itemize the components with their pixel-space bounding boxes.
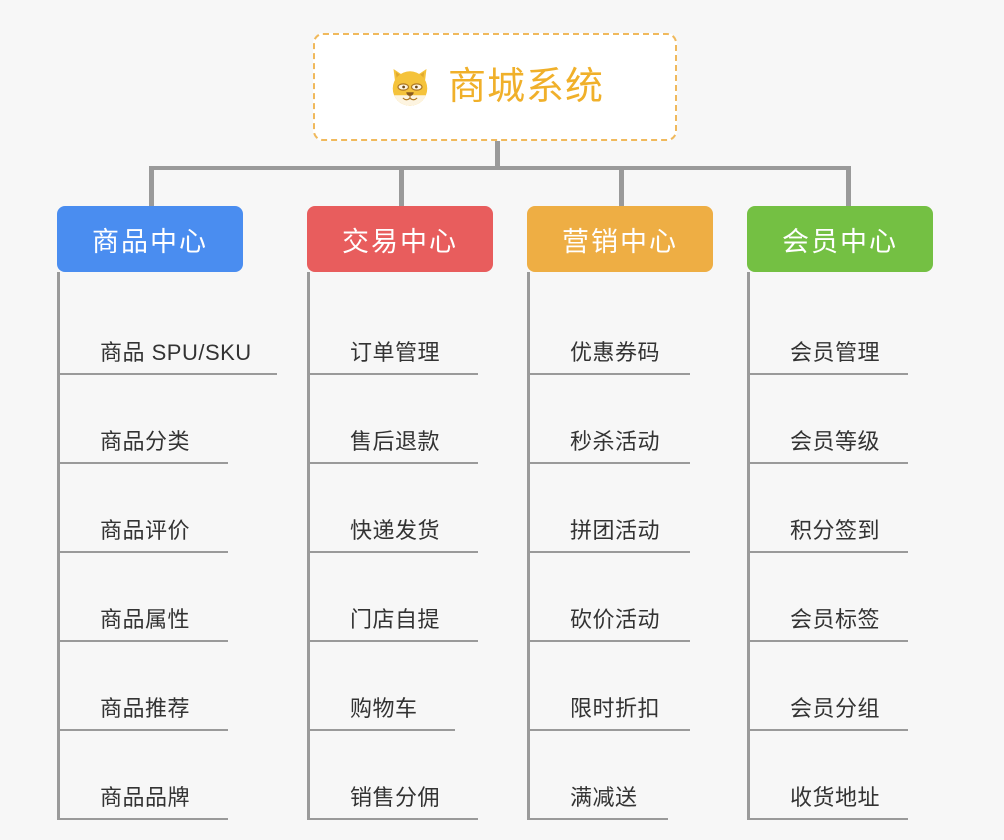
leaf-underline xyxy=(310,373,478,375)
category-column: 会员中心会员管理会员等级积分签到会员标签会员分组收货地址 xyxy=(747,206,933,820)
leaf-label: 商品推荐 xyxy=(100,696,191,721)
leaf-item[interactable]: 销售分佣 xyxy=(310,731,493,820)
category-label: 营销中心 xyxy=(562,226,678,257)
leaf-list: 优惠券码秒杀活动拼团活动砍价活动限时折扣满减送 xyxy=(527,272,713,820)
leaf-underline xyxy=(750,818,908,820)
root-title: 商城系统 xyxy=(447,66,604,108)
connector-drop-1 xyxy=(149,166,154,206)
leaf-item[interactable]: 会员分组 xyxy=(750,642,933,731)
leaf-underline xyxy=(750,729,908,731)
leaf-underline xyxy=(530,551,690,553)
root-node[interactable]: 商城系统 xyxy=(313,33,677,141)
leaf-underline xyxy=(310,640,478,642)
leaf-label: 商品分类 xyxy=(100,429,191,454)
leaf-list: 会员管理会员等级积分签到会员标签会员分组收货地址 xyxy=(747,272,933,820)
leaf-item[interactable]: 购物车 xyxy=(310,642,493,731)
leaf-label: 优惠券码 xyxy=(570,340,661,365)
leaf-list: 订单管理售后退款快递发货门店自提购物车销售分佣 xyxy=(307,272,493,820)
leaf-underline xyxy=(60,551,228,553)
leaf-underline xyxy=(60,462,228,464)
leaf-label: 拼团活动 xyxy=(570,518,661,543)
leaf-underline xyxy=(60,729,228,731)
leaf-item[interactable]: 商品品牌 xyxy=(60,731,243,820)
leaf-underline xyxy=(750,373,908,375)
leaf-label: 积分签到 xyxy=(790,518,881,543)
leaf-item[interactable]: 拼团活动 xyxy=(530,464,713,553)
leaf-underline xyxy=(60,640,228,642)
leaf-item[interactable]: 优惠券码 xyxy=(530,286,713,375)
leaf-item[interactable]: 秒杀活动 xyxy=(530,375,713,464)
leaf-underline xyxy=(310,818,478,820)
leaf-label: 满减送 xyxy=(570,785,638,810)
leaf-label: 砍价活动 xyxy=(570,607,661,632)
leaf-list: 商品 SPU/SKU 商品分类商品评价商品属性商品推荐商品品牌 xyxy=(57,272,277,820)
leaf-underline xyxy=(530,818,668,820)
leaf-label: 收货地址 xyxy=(790,785,881,810)
leaf-label: 门店自提 xyxy=(350,607,441,632)
leaf-label: 限时折扣 xyxy=(570,696,661,721)
leaf-item[interactable]: 砍价活动 xyxy=(530,553,713,642)
connector-drop-2 xyxy=(399,166,404,206)
leaf-label: 售后退款 xyxy=(350,429,441,454)
connector-drop-3 xyxy=(619,166,624,206)
leaf-item[interactable]: 售后退款 xyxy=(310,375,493,464)
leaf-label: 商品评价 xyxy=(100,518,191,543)
leaf-underline xyxy=(530,729,690,731)
category-column: 营销中心优惠券码秒杀活动拼团活动砍价活动限时折扣满减送 xyxy=(527,206,713,820)
category-column: 商品中心商品 SPU/SKU 商品分类商品评价商品属性商品推荐商品品牌 xyxy=(57,206,277,820)
leaf-item[interactable]: 商品分类 xyxy=(60,375,243,464)
leaf-item[interactable]: 订单管理 xyxy=(310,286,493,375)
leaf-underline xyxy=(310,462,478,464)
leaf-item[interactable]: 商品属性 xyxy=(60,553,243,642)
leaf-underline xyxy=(60,373,277,375)
category-header[interactable]: 商品中心 xyxy=(57,206,243,272)
category-header[interactable]: 营销中心 xyxy=(527,206,713,272)
leaf-label: 商品 SPU/SKU xyxy=(100,340,252,365)
leaf-label: 快递发货 xyxy=(350,518,441,543)
leaf-label: 会员分组 xyxy=(790,696,881,721)
leaf-underline xyxy=(60,818,228,820)
leaf-label: 商品品牌 xyxy=(100,785,191,810)
connector-drop-4 xyxy=(846,166,851,206)
leaf-item[interactable]: 积分签到 xyxy=(750,464,933,553)
category-label: 会员中心 xyxy=(782,226,898,257)
leaf-underline xyxy=(750,462,908,464)
leaf-item[interactable]: 商品评价 xyxy=(60,464,243,553)
leaf-label: 订单管理 xyxy=(350,340,441,365)
leaf-item[interactable]: 会员管理 xyxy=(750,286,933,375)
leaf-label: 会员等级 xyxy=(790,429,881,454)
category-column: 交易中心订单管理售后退款快递发货门店自提购物车销售分佣 xyxy=(307,206,493,820)
category-label: 商品中心 xyxy=(92,226,208,257)
shiba-dog-icon xyxy=(392,69,428,106)
leaf-underline xyxy=(530,373,690,375)
leaf-item[interactable]: 门店自提 xyxy=(310,553,493,642)
leaf-item[interactable]: 会员标签 xyxy=(750,553,933,642)
category-header[interactable]: 会员中心 xyxy=(747,206,933,272)
leaf-label: 销售分佣 xyxy=(350,785,441,810)
connector-root-stem xyxy=(495,141,500,168)
category-label: 交易中心 xyxy=(342,226,458,257)
leaf-underline xyxy=(750,551,908,553)
connector-horizontal-bar xyxy=(149,166,851,170)
leaf-item[interactable]: 收货地址 xyxy=(750,731,933,820)
leaf-underline xyxy=(530,462,690,464)
leaf-item[interactable]: 快递发货 xyxy=(310,464,493,553)
leaf-item[interactable]: 商品 SPU/SKU xyxy=(60,286,277,375)
leaf-underline xyxy=(310,729,455,731)
leaf-item[interactable]: 满减送 xyxy=(530,731,713,820)
leaf-underline xyxy=(310,551,478,553)
category-header[interactable]: 交易中心 xyxy=(307,206,493,272)
leaf-label: 购物车 xyxy=(350,696,418,721)
leaf-underline xyxy=(530,640,690,642)
leaf-item[interactable]: 限时折扣 xyxy=(530,642,713,731)
leaf-item[interactable]: 商品推荐 xyxy=(60,642,243,731)
leaf-label: 会员标签 xyxy=(790,607,881,632)
leaf-label: 商品属性 xyxy=(100,607,191,632)
leaf-label: 秒杀活动 xyxy=(570,429,661,454)
leaf-label: 会员管理 xyxy=(790,340,881,365)
leaf-underline xyxy=(750,640,908,642)
leaf-item[interactable]: 会员等级 xyxy=(750,375,933,464)
